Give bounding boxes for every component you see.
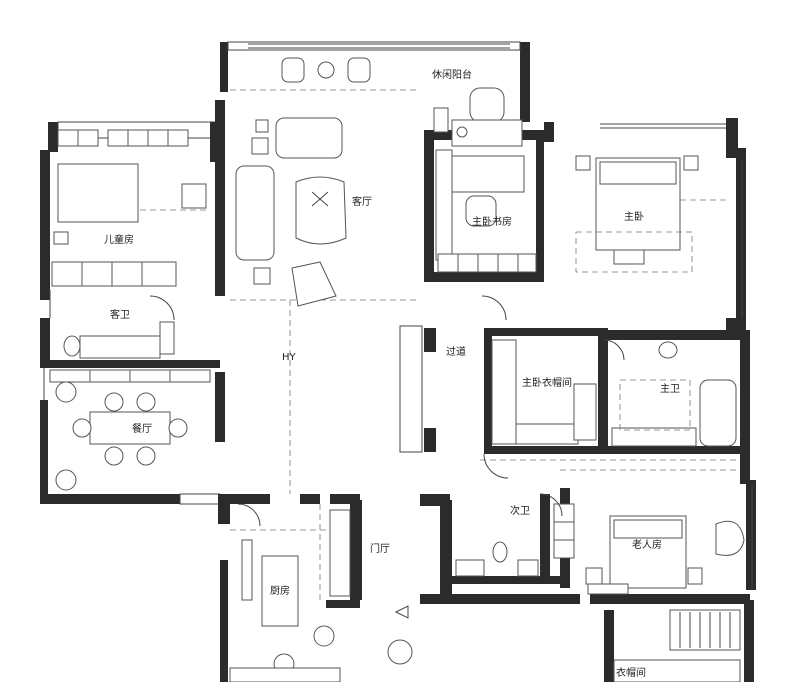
room-label-master-closet: 主卧衣帽间 <box>522 376 572 389</box>
room-label-dining-room: 餐厅 <box>132 422 152 435</box>
room-label-kitchen: 厨房 <box>270 584 290 597</box>
children-room: 儿童房 <box>51 129 207 287</box>
cloakroom: 衣帽间 <box>613 609 741 682</box>
windows <box>43 43 753 590</box>
room-label-leisure-balcony: 休闲阳台 <box>432 68 472 81</box>
room-label-children-room: 儿童房 <box>104 233 134 246</box>
room-label-cloakroom: 衣帽间 <box>616 666 646 679</box>
study-cabinets <box>437 253 537 273</box>
dining-sideboard <box>49 369 211 383</box>
children-bottom-cabinets <box>51 261 177 287</box>
master-bath: 主卫 <box>611 341 737 447</box>
corridor: 过道 <box>399 325 466 453</box>
room-label-guest-bath: 客卫 <box>110 308 130 321</box>
second-bath: 次卫 <box>455 503 575 577</box>
walls <box>40 41 756 682</box>
master-study: 主卧书房 <box>435 149 537 273</box>
room-label-master-bath: 主卫 <box>660 383 680 395</box>
room-label-elder-room: 老人房 <box>632 538 662 551</box>
room-label-foyer: 门厅 <box>370 542 390 555</box>
guest-bath: 客卫 <box>63 308 175 359</box>
svg-text:HY: HY <box>282 352 297 363</box>
room-label-living-room: 客厅 <box>352 195 372 208</box>
foyer: 门厅 <box>329 509 413 665</box>
door-arcs <box>149 295 625 527</box>
master-closet: 主卧衣帽间 <box>491 339 597 445</box>
room-label-corridor: 过道 <box>446 345 466 358</box>
leisure-balcony: 休闲阳台 <box>432 68 523 147</box>
kitchen: 厨房 <box>229 539 341 682</box>
room-label-master-study: 主卧书房 <box>472 215 512 228</box>
dining-room: 餐厅 <box>49 369 211 491</box>
children-top-cabinets <box>57 129 189 147</box>
room-label-master-bedroom: 主卧 <box>624 210 644 223</box>
master-bedroom: 主卧 <box>575 155 699 273</box>
elder-room: 老人房 <box>585 515 745 595</box>
room-label-second-bath: 次卫 <box>510 504 530 517</box>
living-room: 客厅 HY <box>235 57 372 363</box>
